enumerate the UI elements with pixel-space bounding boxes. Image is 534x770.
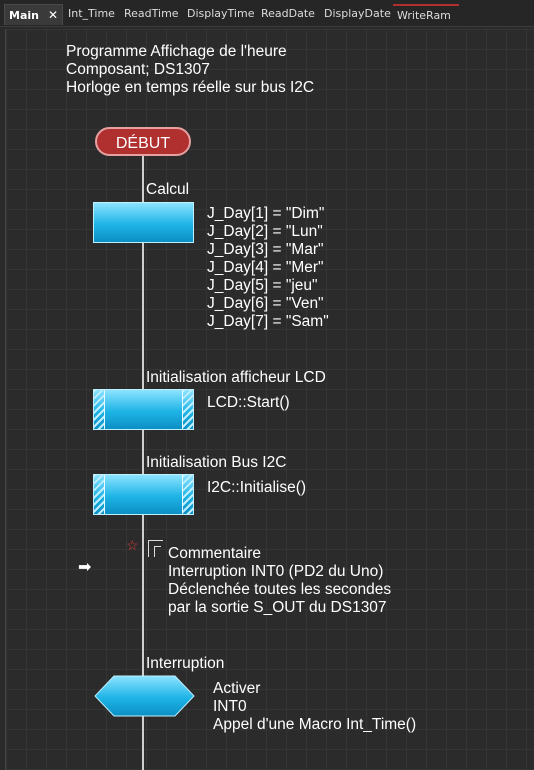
header-comment: Programme Affichage de l'heure Composant… xyxy=(66,43,314,97)
comment-title: Commentaire xyxy=(168,545,262,562)
interrupt-block[interactable] xyxy=(94,675,195,717)
close-icon[interactable]: ✕ xyxy=(47,8,59,22)
calcul-line-5: J_Day[5] = "jeu" xyxy=(207,277,318,294)
tab-bar: Main ✕ Int_Time ReadTime DisplayTime Read… xyxy=(0,0,534,27)
calcul-code: J_Day[1] = "Dim" J_Day[2] = "Lun" J_Day[… xyxy=(207,205,329,331)
comment-block[interactable]: Commentaire Interruption INT0 (PD2 du Un… xyxy=(168,545,391,617)
comment-bracket xyxy=(148,540,163,557)
arrow-right-icon: ➡ xyxy=(78,559,92,576)
start-terminal[interactable]: DÉBUT xyxy=(95,127,191,156)
interrupt-line-3: Appel d'une Macro Int_Time() xyxy=(213,716,417,733)
header-line-2: Composant; DS1307 xyxy=(66,61,210,78)
init-i2c-macro-block[interactable] xyxy=(93,474,194,515)
macro-stripe-left xyxy=(94,390,105,429)
interrupt-title: Interruption xyxy=(146,655,225,672)
tab-read-time[interactable]: ReadTime xyxy=(124,7,179,20)
macro-stripe-right xyxy=(182,390,193,429)
tab-int-time[interactable]: Int_Time xyxy=(68,7,115,20)
flowchart-canvas[interactable] xyxy=(5,29,534,770)
calcul-line-4: J_Day[4] = "Mer" xyxy=(207,259,324,276)
calcul-line-2: J_Day[2] = "Lun" xyxy=(207,223,323,240)
interrupt-line-1: Activer xyxy=(213,680,261,697)
tab-display-date[interactable]: DisplayDate xyxy=(324,7,391,20)
comment-line-2: Déclenchée toutes les secondes xyxy=(168,581,392,598)
init-lcd-macro-block[interactable] xyxy=(93,389,194,430)
tab-display-time[interactable]: DisplayTime xyxy=(187,7,255,20)
macro-stripe-left xyxy=(94,475,105,514)
init-i2c-code: I2C::Initialise() xyxy=(207,479,307,496)
interrupt-text: Activer INT0 Appel d'une Macro Int_Time(… xyxy=(213,680,416,734)
calcul-line-1: J_Day[1] = "Dim" xyxy=(207,205,325,222)
flow-line xyxy=(142,156,144,770)
tab-main[interactable]: Main ✕ xyxy=(4,4,64,25)
calcul-title: Calcul xyxy=(146,181,190,198)
tab-main-label: Main xyxy=(9,9,39,22)
header-line-3: Horloge en temps réelle sur bus I2C xyxy=(66,79,315,96)
init-i2c-title: Initialisation Bus I2C xyxy=(146,454,287,471)
star-icon: ☆ xyxy=(126,537,139,553)
interrupt-line-2: INT0 xyxy=(213,698,247,715)
init-lcd-title: Initialisation afficheur LCD xyxy=(146,369,326,386)
calcul-line-6: J_Day[6] = "Ven" xyxy=(207,295,324,312)
comment-line-1: Interruption INT0 (PD2 du Uno) xyxy=(168,563,384,580)
tab-write-ram[interactable]: WriteRam xyxy=(393,4,459,26)
calcul-block[interactable] xyxy=(93,202,194,243)
calcul-line-7: J_Day[7] = "Sam" xyxy=(207,313,329,330)
init-lcd-code: LCD::Start() xyxy=(207,394,290,411)
tab-read-date[interactable]: ReadDate xyxy=(261,7,315,20)
header-line-1: Programme Affichage de l'heure xyxy=(66,43,287,60)
calcul-line-3: J_Day[3] = "Mar" xyxy=(207,241,324,258)
macro-stripe-right xyxy=(182,475,193,514)
comment-line-3: par la sortie S_OUT du DS1307 xyxy=(168,599,387,616)
comment-bracket-inner xyxy=(154,546,161,557)
